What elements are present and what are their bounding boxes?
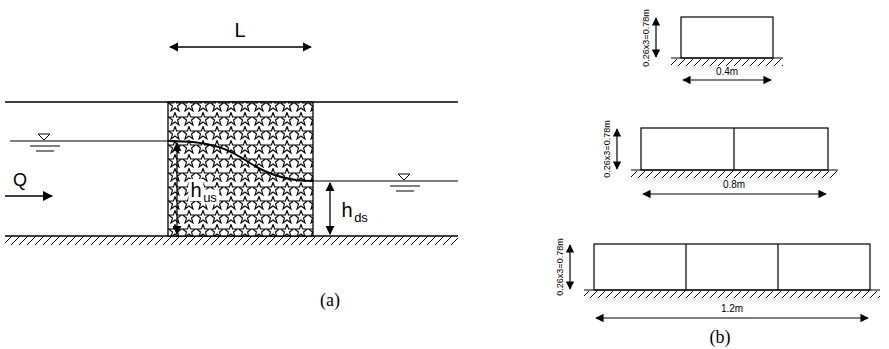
dimension-label: 0.26x3=0.78m bbox=[642, 9, 651, 66]
panel-label: (b) bbox=[710, 328, 731, 346]
flow-label: Q bbox=[13, 171, 27, 189]
dimension-label: L bbox=[234, 20, 245, 40]
dimension-label: 0.8m bbox=[723, 180, 745, 190]
dimension-label: 0.26x3=0.78m bbox=[603, 120, 612, 177]
channel bbox=[5, 47, 458, 245]
cross-sections bbox=[570, 17, 880, 318]
panel-label: (a) bbox=[320, 291, 340, 309]
depth-label: h bbox=[341, 200, 352, 220]
dimension-label: 0.26x3=0.78m bbox=[556, 238, 565, 295]
dimension-label: 0.4m bbox=[716, 67, 738, 77]
depth-subscript: ds bbox=[354, 211, 368, 224]
dimension-label: 1.2m bbox=[721, 304, 743, 314]
depth-subscript: us bbox=[201, 190, 219, 205]
